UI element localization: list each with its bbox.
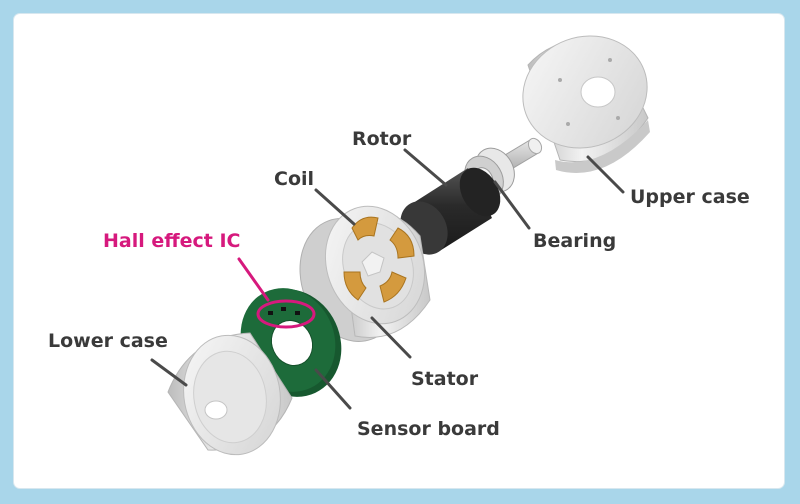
label-lower-case: Lower case (48, 330, 168, 352)
rotor-leader (403, 148, 448, 187)
lower-case-leader (150, 358, 188, 387)
bearing-leader (493, 180, 531, 230)
leader-lines (150, 148, 625, 410)
hall-effect-leader (237, 257, 270, 302)
label-upper-case: Upper case (630, 186, 750, 208)
lower-case-part (167, 332, 293, 456)
upper-case-part (522, 35, 650, 173)
hall-effect-ic-highlight (256, 299, 316, 329)
stator-leader (370, 316, 412, 359)
sensor-board-leader (314, 368, 352, 410)
label-sensor-board: Sensor board (357, 418, 500, 440)
upper-case-leader (586, 155, 625, 194)
label-rotor: Rotor (352, 128, 412, 150)
label-coil: Coil (274, 168, 315, 190)
label-hall-effect-ic: Hall effect IC (103, 230, 241, 252)
label-bearing: Bearing (533, 230, 617, 252)
label-stator: Stator (411, 368, 479, 390)
coil-leader (314, 188, 356, 226)
